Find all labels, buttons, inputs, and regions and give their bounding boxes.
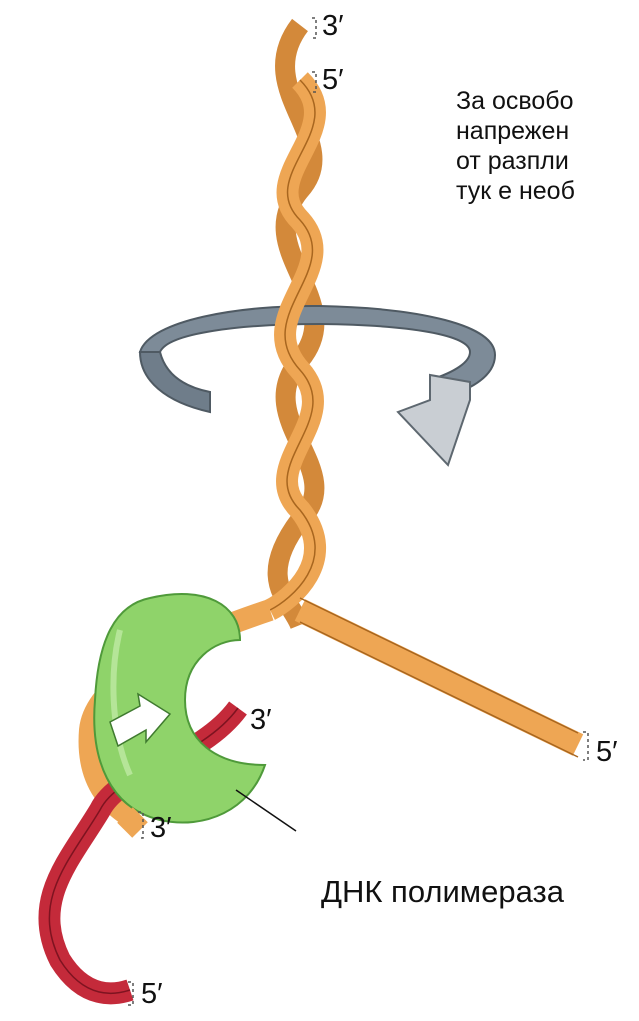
caption-line: от разпли [456,146,575,176]
polymerase-label: ДНК полимераза [321,874,564,910]
strand-end-3prime-red: 3′ [250,706,272,735]
caption-text: За освобо напрежен от разпли тук е необ [456,86,575,206]
caption-line: напрежен [456,116,575,146]
strand-end-3prime-bottom: 3′ [150,814,172,843]
dna-polymerase-enzyme [94,594,265,823]
caption-line: За освобо [456,86,575,116]
strand-end-5prime-bottom: 5′ [141,980,163,1009]
strand-end-5prime-right: 5′ [596,738,618,767]
template-strand-right [300,610,578,745]
polymerase-pointer-line [236,790,296,831]
caption-line: тук е необ [456,176,575,206]
strand-end-3prime-top: 3′ [322,12,344,41]
strand-end-5prime-top: 5′ [322,66,344,95]
